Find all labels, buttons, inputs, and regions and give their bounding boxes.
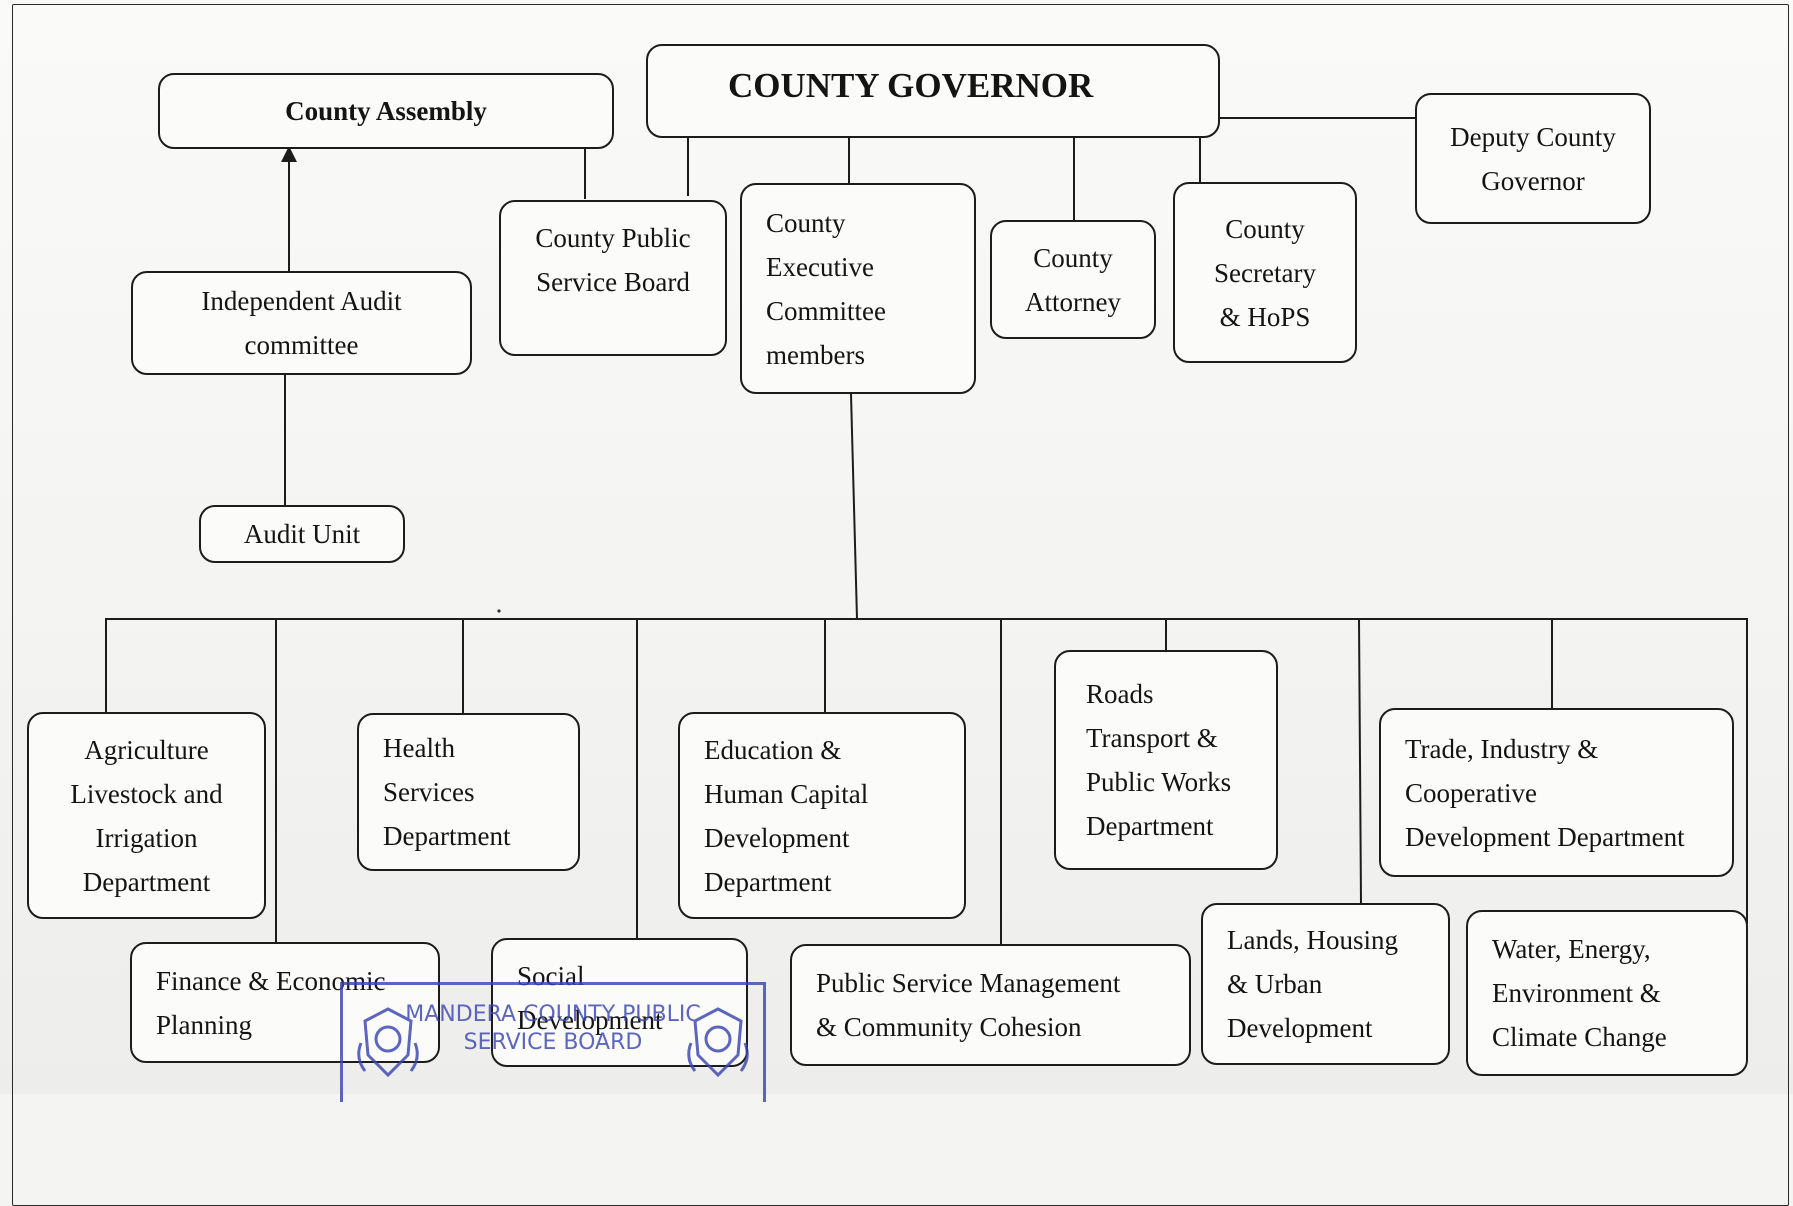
public-service-department-box: Public Service Management & Community Co… — [790, 944, 1191, 1066]
county-governor-label: COUNTY GOVERNOR — [728, 66, 1094, 105]
connector-executive-bus — [850, 393, 858, 620]
education-department-label: Education & Human Capital Development De… — [704, 734, 869, 897]
water-department-box: Water, Energy, Environment & Climate Cha… — [1466, 910, 1748, 1076]
connector-lines — [105, 117, 1748, 944]
county-assembly-label: County Assembly — [285, 96, 487, 126]
deputy-governor-label: Deputy County Governor — [1450, 121, 1616, 196]
county-secretary-label: County Secretary & HoPS — [1214, 213, 1316, 332]
coat-of-arms-icon — [687, 1007, 749, 1078]
finance-department-box: Finance & Economic Planning — [130, 942, 440, 1063]
roads-department-box: Roads Transport & Public Works Departmen… — [1054, 650, 1278, 870]
lands-department-box: Lands, Housing & Urban Development — [1201, 903, 1450, 1065]
public-service-department-label: Public Service Management & Community Co… — [816, 968, 1121, 1042]
social-development-label: Social Development — [517, 961, 663, 1035]
health-department-box: Health Services Department — [357, 713, 580, 871]
trade-department-label: Trade, Industry & Cooperative Developmen… — [1405, 733, 1685, 852]
education-department-box: Education & Human Capital Development De… — [678, 712, 966, 919]
trade-department-box: Trade, Industry & Cooperative Developmen… — [1379, 708, 1734, 877]
coat-of-arms-icon — [357, 1007, 419, 1078]
county-governor-box: COUNTY GOVERNOR — [646, 44, 1220, 138]
social-development-box: Social Development — [491, 938, 748, 1067]
health-department-label: Health Services Department — [383, 733, 511, 851]
roads-department-label: Roads Transport & Public Works Departmen… — [1086, 679, 1232, 841]
public-service-board-label: County Public Service Board — [535, 223, 691, 297]
connector-bus-lands — [1358, 618, 1362, 904]
audit-committee-box: Independent Audit committee — [131, 271, 472, 375]
speck — [497, 609, 501, 613]
county-attorney-box: County Attorney — [990, 220, 1156, 339]
lands-department-label: Lands, Housing & Urban Development — [1227, 925, 1398, 1043]
official-stamp: MANDERA COUNTY PUBLIC SERVICE BOARD — [340, 982, 766, 1102]
county-assembly-box: County Assembly — [158, 73, 614, 149]
executive-committee-label: County Executive Committee members — [766, 207, 886, 370]
public-service-board-box: County Public Service Board — [499, 200, 727, 356]
audit-committee-label: Independent Audit committee — [201, 286, 402, 360]
water-department-label: Water, Energy, Environment & Climate Cha… — [1492, 934, 1667, 1052]
county-attorney-label: County Attorney — [1025, 242, 1121, 317]
executive-committee-box: County Executive Committee members — [740, 183, 976, 394]
finance-department-label: Finance & Economic Planning — [156, 965, 386, 1040]
agriculture-department-label: Agriculture Livestock and Irrigation Dep… — [70, 734, 223, 897]
audit-unit-box: Audit Unit — [199, 505, 405, 563]
audit-unit-label: Audit Unit — [243, 519, 361, 549]
county-secretary-box: County Secretary & HoPS — [1173, 182, 1357, 363]
deputy-governor-box: Deputy County Governor — [1415, 93, 1651, 224]
arrow-up-icon — [281, 146, 297, 162]
agriculture-department-box: Agriculture Livestock and Irrigation Dep… — [27, 712, 266, 919]
stamp-text: MANDERA COUNTY PUBLIC SERVICE BOARD — [405, 1002, 701, 1055]
